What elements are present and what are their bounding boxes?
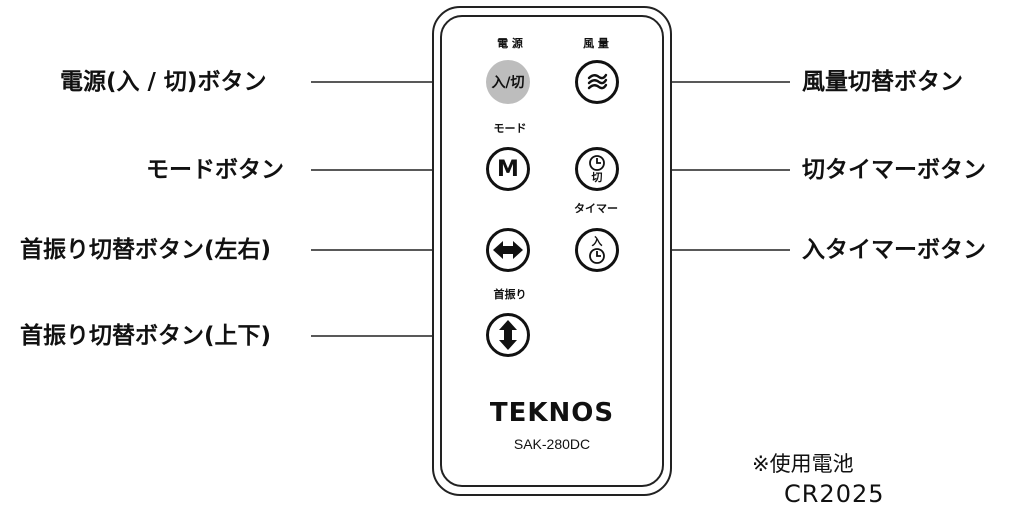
callout-swing-ud: 首振り切替ボタン(上下) [20, 323, 272, 349]
left-right-arrow-icon [493, 241, 523, 259]
remote-body-inner [440, 15, 664, 487]
brand-logo: TEKNOS [489, 398, 615, 428]
callout-wind: 風量切替ボタン [802, 69, 963, 95]
wind-top-label: 風 量 [583, 37, 609, 50]
callout-power: 電源(入 / 切)ボタン [60, 69, 267, 95]
power-top-label: 電 源 [497, 37, 523, 50]
timer-label: タイマー [574, 202, 618, 215]
swing-up-down-button[interactable] [486, 313, 530, 357]
callout-swing-lr: 首振り切替ボタン(左右) [20, 237, 272, 263]
battery-label: ※使用電池 [752, 452, 854, 476]
off-timer-button[interactable]: 切 [575, 147, 619, 191]
model-number: SAK-280DC [513, 436, 591, 452]
power-button[interactable]: 入/切 [486, 60, 530, 104]
on-timer-button-label: 入 [591, 234, 603, 248]
callout-on-timer: 入タイマーボタン [802, 237, 986, 263]
callout-mode: モードボタン [146, 157, 284, 183]
on-timer-button[interactable]: 入 [575, 228, 619, 272]
power-button-label: 入/切 [491, 75, 525, 91]
mode-label: モード [493, 122, 527, 135]
wind-volume-button[interactable] [575, 60, 619, 104]
clock-icon [589, 154, 605, 171]
swing-label: 首振り [493, 288, 527, 301]
up-down-arrow-icon [499, 320, 517, 350]
mode-button-label: M [497, 156, 519, 182]
callout-off-timer: 切タイマーボタン [802, 157, 986, 183]
mode-button[interactable]: M [486, 147, 530, 191]
clock-icon [589, 247, 605, 264]
off-timer-button-label: 切 [591, 170, 603, 184]
wind-icon [587, 73, 608, 90]
swing-left-right-button[interactable] [486, 228, 530, 272]
battery-type: CR2025 [784, 480, 885, 508]
